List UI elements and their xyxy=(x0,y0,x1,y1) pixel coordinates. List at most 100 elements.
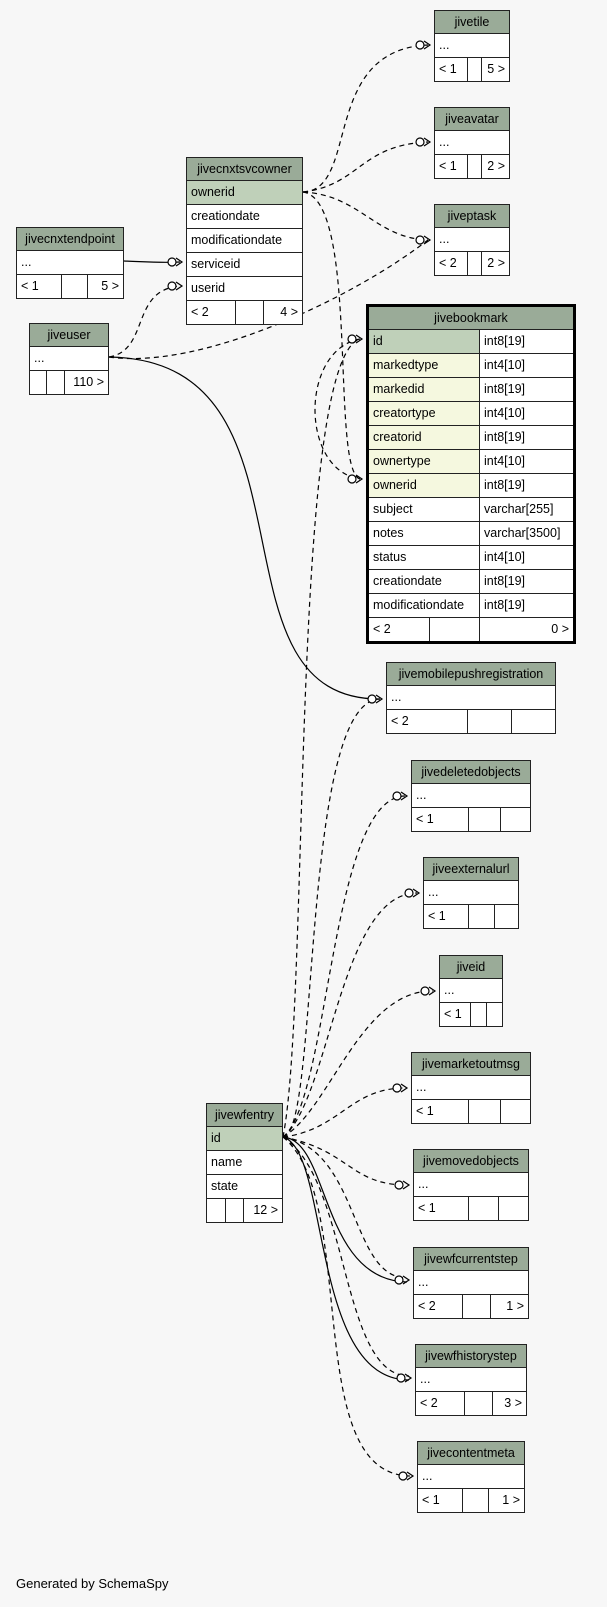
table-jivewfcurrentstep[interactable]: jivewfcurrentstep ... < 2 1 > xyxy=(413,1247,529,1319)
columns-placeholder: ... xyxy=(439,135,450,149)
column-name: ownerid xyxy=(373,478,417,492)
optional-end-marker xyxy=(394,1275,404,1285)
crowfoot-marker xyxy=(423,137,432,147)
table-jiveptask[interactable]: jiveptask ... < 2 2 > xyxy=(434,204,510,276)
table-jivetile[interactable]: jivetile ... < 1 5 > xyxy=(434,10,510,82)
optional-end-marker xyxy=(396,1373,406,1383)
table-jivedeletedobjects[interactable]: jivedeletedobjects ... < 1 xyxy=(411,760,531,832)
table-title: jiveuser xyxy=(30,324,108,347)
crowfoot-marker xyxy=(402,1275,411,1285)
table-title: jivecnxtsvcowner xyxy=(187,158,302,181)
crowfoot-marker xyxy=(402,1180,411,1190)
columns-placeholder: ... xyxy=(444,983,455,997)
crowfoot-marker xyxy=(404,1373,413,1383)
table-jivemovedobjects[interactable]: jivemovedobjects ... < 1 xyxy=(413,1149,529,1221)
row-count xyxy=(46,371,64,394)
table-jiveexternalurl[interactable]: jiveexternalurl ... < 1 xyxy=(423,857,519,929)
optional-end-marker xyxy=(404,888,414,898)
optional-end-marker xyxy=(415,235,425,245)
child-count xyxy=(494,905,518,928)
table-jivewfhistorystep[interactable]: jivewfhistorystep ... < 2 3 > xyxy=(415,1344,527,1416)
columns-placeholder: ... xyxy=(418,1177,429,1191)
column-state: state xyxy=(211,1179,239,1193)
crowfoot-marker xyxy=(375,694,384,704)
column-serviceid: serviceid xyxy=(191,257,241,271)
table-jiveuser[interactable]: jiveuser ... 110 > xyxy=(29,323,109,395)
columns-placeholder: ... xyxy=(422,1469,433,1483)
column-name: name xyxy=(211,1155,243,1169)
parent-count: < 2 xyxy=(418,1299,436,1313)
column-type: int8[19] xyxy=(479,474,573,497)
row-count xyxy=(470,1003,486,1026)
row-count xyxy=(61,275,87,298)
row-count xyxy=(462,1489,488,1512)
parent-count: < 2 xyxy=(191,305,209,319)
table-title: jivecnxtendpoint xyxy=(17,228,123,251)
column-name: markedtype xyxy=(373,358,439,372)
link-wfentry-externalurl xyxy=(282,892,418,1138)
row-count xyxy=(467,58,481,81)
column-type: int8[19] xyxy=(479,570,573,593)
row-count xyxy=(468,1100,500,1123)
child-count: 5 > xyxy=(481,58,509,81)
column-name: id xyxy=(373,334,383,348)
child-count xyxy=(500,1100,530,1123)
link-wfentry-marketoutmsg xyxy=(282,1087,406,1138)
column-type: int8[19] xyxy=(479,594,573,617)
table-jivemarketoutmsg[interactable]: jivemarketoutmsg ... < 1 xyxy=(411,1052,531,1124)
link-wfentry-jiveid xyxy=(282,990,434,1138)
link-bookmark-id xyxy=(314,338,361,480)
crowfoot-marker xyxy=(355,474,364,484)
table-jiveavatar[interactable]: jiveavatar ... < 1 2 > xyxy=(434,107,510,179)
table-jivewfentry[interactable]: jivewfentry id name state 12 > xyxy=(206,1103,283,1223)
row-count xyxy=(467,252,481,275)
column-ownerid: ownerid xyxy=(191,185,235,199)
table-title: jivetile xyxy=(435,11,509,34)
column-id: id xyxy=(211,1131,221,1145)
column-name: subject xyxy=(373,502,413,516)
parent-count xyxy=(207,1199,225,1222)
table-title: jivedeletedobjects xyxy=(412,761,530,784)
row-count xyxy=(467,155,481,178)
table-jivecontentmeta[interactable]: jivecontentmeta ... < 1 1 > xyxy=(417,1441,525,1513)
column-type: int8[19] xyxy=(479,426,573,449)
parent-count: < 2 xyxy=(391,714,409,728)
parent-count: < 2 xyxy=(420,1396,438,1410)
table-title: jivecontentmeta xyxy=(418,1442,524,1465)
crowfoot-marker xyxy=(428,986,437,996)
table-jiveid[interactable]: jiveid ... < 1 xyxy=(439,955,503,1027)
parent-count: < 1 xyxy=(428,909,446,923)
optional-end-marker xyxy=(392,791,402,801)
child-count: 110 > xyxy=(64,371,108,394)
columns-placeholder: ... xyxy=(428,885,439,899)
crowfoot-marker xyxy=(412,888,421,898)
table-jivecnxtendpoint[interactable]: jivecnxtendpoint ... < 1 5 > xyxy=(16,227,124,299)
link-wfentry-movedobjects xyxy=(282,1136,408,1186)
column-name: notes xyxy=(373,526,404,540)
columns-placeholder: ... xyxy=(420,1372,431,1386)
link-wfentry-currentstep-b xyxy=(282,1136,408,1279)
generated-by-footer: Generated by SchemaSpy xyxy=(16,1576,169,1591)
optional-end-marker xyxy=(394,1180,404,1190)
crowfoot-marker xyxy=(423,235,432,245)
column-type: int8[19] xyxy=(479,330,573,353)
column-creationdate: creationdate xyxy=(191,209,260,223)
column-type: varchar[3500] xyxy=(479,522,573,545)
columns-placeholder: ... xyxy=(391,690,402,704)
child-count: 0 > xyxy=(479,618,573,641)
column-modificationdate: modificationdate xyxy=(191,233,283,247)
columns-placeholder: ... xyxy=(34,351,45,365)
parent-count: < 1 xyxy=(444,1007,462,1021)
child-count: 2 > xyxy=(481,155,509,178)
parent-count xyxy=(30,371,46,394)
table-jivecnxtsvcowner[interactable]: jivecnxtsvcowner ownerid creationdate mo… xyxy=(186,157,303,325)
column-name: creatortype xyxy=(373,406,436,420)
table-jivemobilepushregistration[interactable]: jivemobilepushregistration ... < 2 xyxy=(386,662,556,734)
column-name: ownertype xyxy=(373,454,431,468)
link-wfentry-deletedobjects xyxy=(282,795,406,1138)
optional-end-marker xyxy=(415,40,425,50)
link-cnxtsvcowner-bookmark xyxy=(302,191,361,480)
child-count: 12 > xyxy=(243,1199,282,1222)
column-name: creatorid xyxy=(373,430,422,444)
